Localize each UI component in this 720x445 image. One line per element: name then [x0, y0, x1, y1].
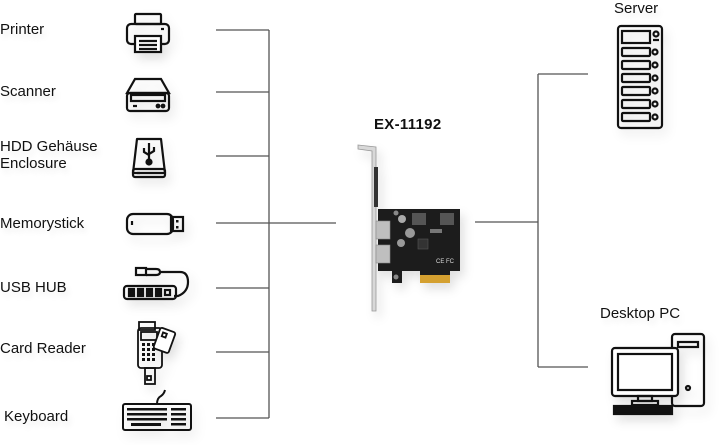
- label-card-reader: Card Reader: [0, 340, 86, 357]
- label-hdd-line2: Enclosure: [0, 155, 67, 172]
- usb-port-2: [375, 244, 391, 264]
- label-printer: Printer: [0, 21, 45, 38]
- label-usb-hub: USB HUB: [0, 279, 67, 296]
- scanner-icon: [125, 77, 171, 113]
- keyboard-icon: [121, 388, 193, 432]
- product-model-title: EX-11192: [374, 116, 442, 133]
- svg-text:CE FC: CE FC: [436, 259, 455, 265]
- usb-stick-icon: [125, 211, 187, 237]
- pcie-card-svg: CE FC: [357, 144, 460, 312]
- card-bracket: [357, 144, 377, 312]
- card-reader-icon: [136, 320, 178, 386]
- label-memorystick: Memorystick: [0, 215, 85, 232]
- pcie-usb-card-image: CE FC: [356, 143, 466, 313]
- server-icon: [616, 24, 664, 130]
- desktop-pc-icon: [604, 332, 706, 416]
- label-hdd-line1: HDD Gehäuse: [0, 138, 98, 155]
- usb-hub-icon: [122, 266, 194, 302]
- hdd-enclosure-icon: [131, 137, 167, 179]
- gold-fingers: [420, 275, 450, 283]
- label-desktop-pc: Desktop PC: [600, 305, 681, 322]
- label-scanner: Scanner: [0, 83, 56, 100]
- usb-port-1: [375, 220, 391, 240]
- printer-icon: [125, 12, 171, 54]
- label-server: Server: [614, 0, 659, 17]
- label-keyboard: Keyboard: [4, 408, 69, 425]
